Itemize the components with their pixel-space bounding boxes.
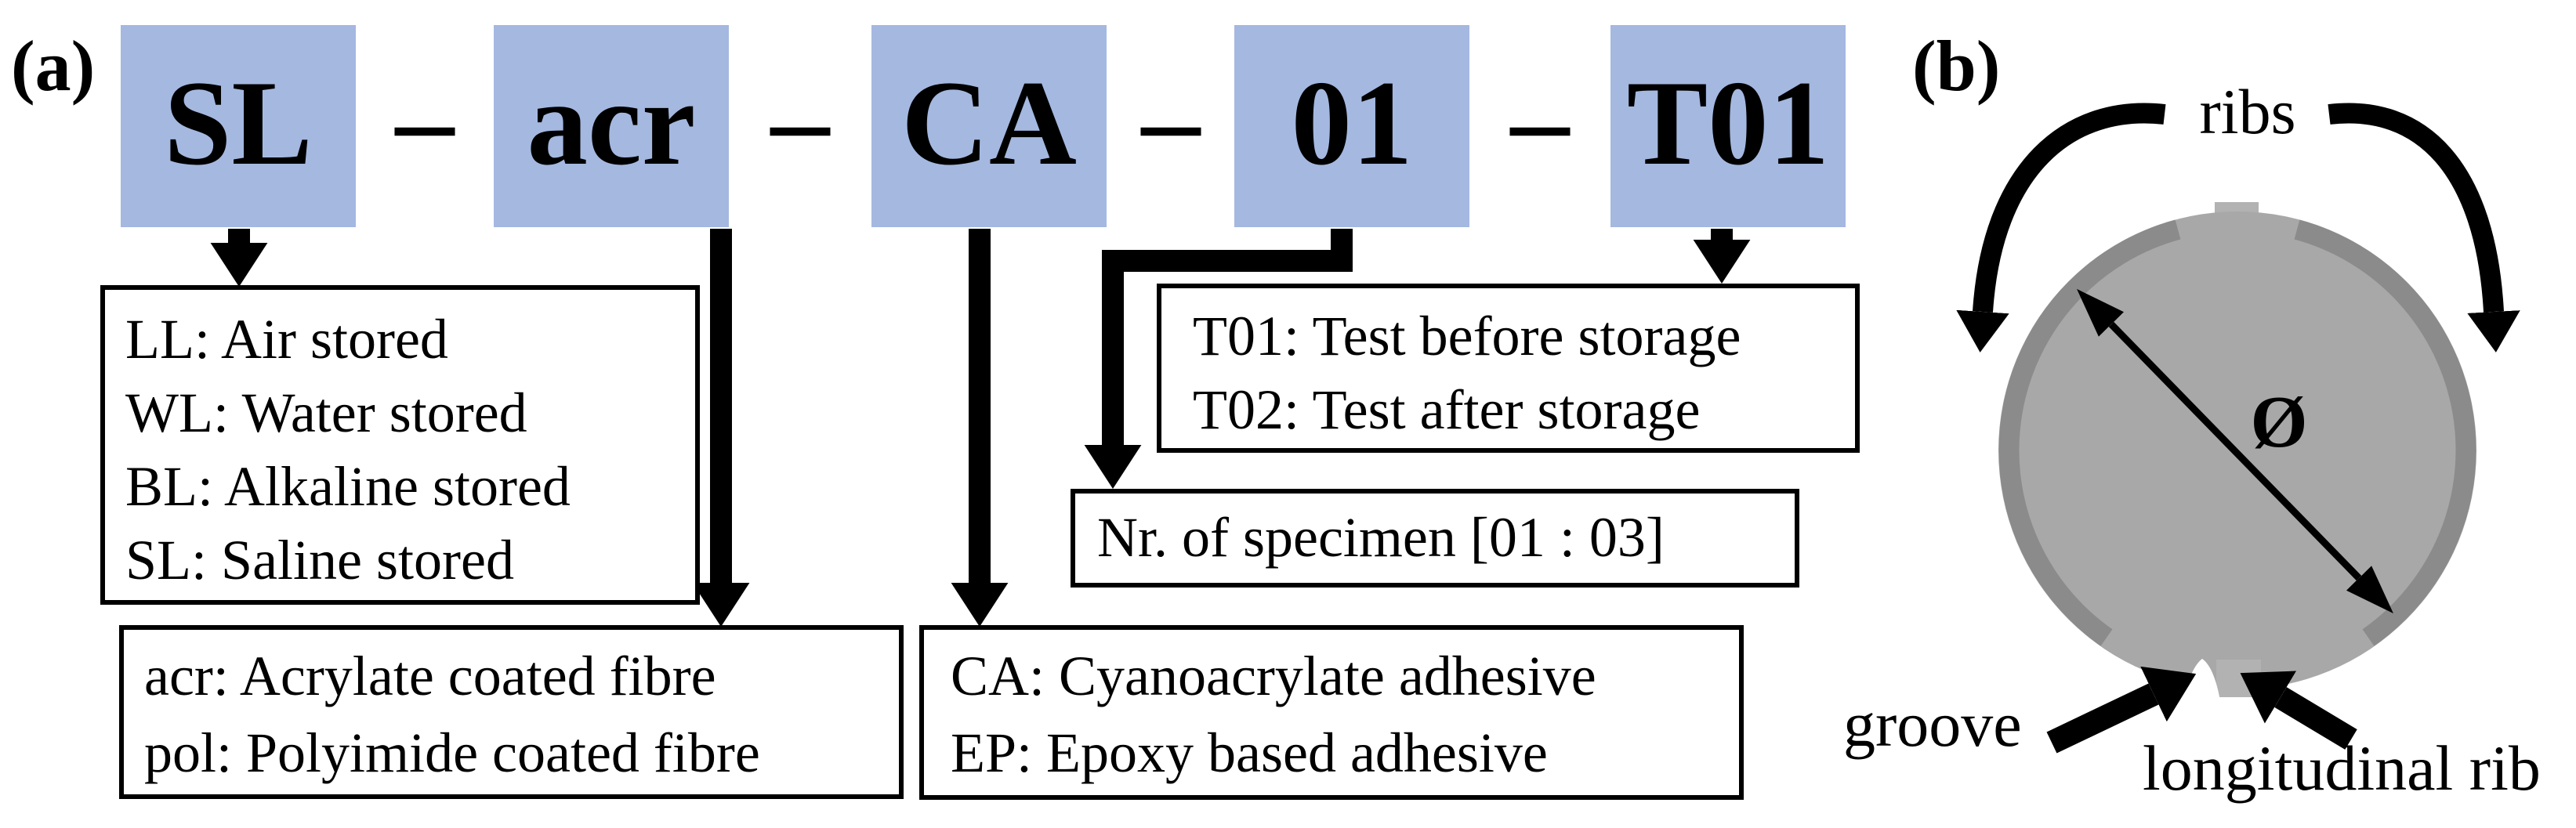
code-separator: – bbox=[770, 55, 830, 185]
diameter-symbol-label: Ø bbox=[2250, 381, 2308, 463]
legend-line: CA: Cyanoacrylate adhesive bbox=[951, 645, 1596, 707]
legend-line: WL: Water stored bbox=[125, 381, 527, 444]
right-rib-curved-arrow bbox=[2328, 103, 2520, 353]
legend-line: T01: Test before storage bbox=[1193, 305, 1741, 367]
longitudinal-rib-tab bbox=[2216, 660, 2261, 697]
legend-line: EP: Epoxy based adhesive bbox=[951, 721, 1548, 784]
legend-line: acr: Acrylate coated fibre bbox=[144, 645, 716, 707]
legend-box-specimen-number: Nr. of specimen [01 : 03] bbox=[1071, 489, 1799, 588]
code-chip-adhesive: CA bbox=[871, 25, 1107, 227]
legend-box-adhesive: CA: Cyanoacrylate adhesive EP: Epoxy bas… bbox=[919, 625, 1744, 800]
legend-box-storage: LL: Air stored WL: Water stored BL: Alka… bbox=[100, 285, 700, 605]
legend-line: LL: Air stored bbox=[125, 308, 448, 371]
groove-arrow bbox=[2046, 666, 2197, 754]
code-chip-specimen-number: 01 bbox=[1234, 25, 1469, 227]
left-rib-curved-arrow bbox=[1956, 103, 2166, 353]
code-chip-coating: acr bbox=[494, 25, 729, 227]
groove-label: groove bbox=[1843, 689, 2022, 760]
left-rib-crescent bbox=[1998, 219, 2181, 646]
code-chip-test: T01 bbox=[1610, 25, 1846, 227]
legend-line: pol: Polyimide coated fibre bbox=[144, 721, 760, 784]
code-separator: – bbox=[395, 55, 455, 185]
panel-b-label: (b) bbox=[1912, 26, 2001, 106]
panel-a-label: (a) bbox=[11, 26, 96, 106]
code-chip-storage: SL bbox=[121, 25, 356, 227]
longitudinal-rib-arrow bbox=[2240, 671, 2357, 750]
legend-line: Nr. of specimen [01 : 03] bbox=[1097, 506, 1665, 569]
legend-line: SL: Saline stored bbox=[125, 529, 514, 591]
specimen-elbow-connector bbox=[1084, 229, 1353, 489]
legend-box-test: T01: Test before storage T02: Test after… bbox=[1157, 284, 1860, 453]
legend-line: T02: Test after storage bbox=[1193, 378, 1701, 441]
code-separator: – bbox=[1141, 55, 1201, 185]
right-rib-crescent bbox=[2294, 219, 2476, 646]
longitudinal-rib-label: longitudinal rib bbox=[2143, 732, 2541, 804]
legend-box-fibre-coating: acr: Acrylate coated fibre pol: Polyimid… bbox=[119, 625, 904, 799]
legend-line: BL: Alkaline stored bbox=[125, 455, 571, 518]
diameter-arrow bbox=[2077, 288, 2393, 614]
ribs-label: ribs bbox=[2199, 76, 2296, 147]
code-separator: – bbox=[1510, 55, 1570, 185]
